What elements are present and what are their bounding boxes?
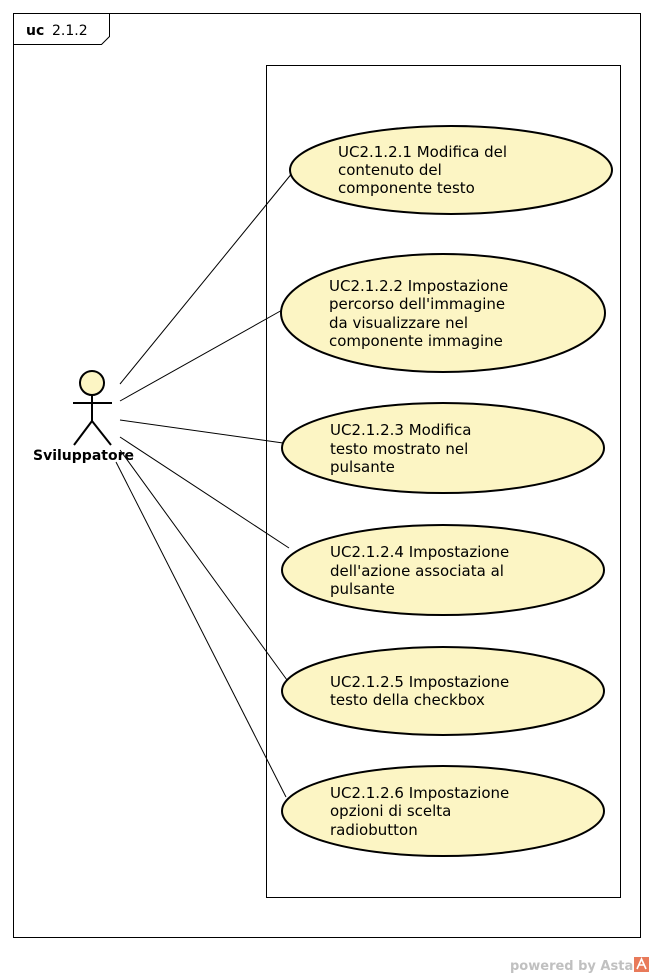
- powered-by-label: powered by Astah: [510, 959, 642, 974]
- frame-keyword: uc: [26, 23, 44, 39]
- actor-right-leg: [91, 420, 112, 446]
- use-case-text-line: testo della checkbox: [330, 691, 485, 709]
- use-case-text-line: componente testo: [338, 179, 475, 197]
- association-uc2: [119, 308, 285, 402]
- use-case-ellipse: [281, 524, 605, 616]
- use-case-text-line: componente immagine: [329, 332, 503, 350]
- association-uc5: [119, 449, 288, 681]
- associations: [115, 171, 294, 798]
- use-case-ellipse: [281, 646, 605, 736]
- actor-head: [79, 370, 105, 396]
- use-case-text-line: UC2.1.2.2 Impostazione: [329, 277, 508, 295]
- use-case-text-line: UC2.1.2.1 Modifica del: [338, 143, 507, 161]
- svg-text:UC2.1.2.1 Modifica del c: UC2.1.2.1 Modifica del contenuto del com…: [338, 143, 512, 197]
- frame-name: 2.1.2: [52, 23, 88, 39]
- use-case-uc4[interactable]: UC2.1.2.4 Impostazione dell'azione assoc…: [281, 524, 605, 616]
- frame-name-tab: [13, 13, 110, 45]
- use-case-text-line: pulsante: [330, 458, 395, 476]
- svg-text:UC2.1.2.3 Modifica testo: UC2.1.2.3 Modifica testo mostrato nel pu…: [330, 421, 476, 476]
- association-uc4: [119, 436, 290, 549]
- actor[interactable]: [73, 370, 112, 446]
- use-case-text-line: radiobutton: [330, 821, 418, 839]
- use-case-ellipse: [289, 125, 613, 215]
- use-case-ellipse: [280, 253, 606, 373]
- actor-label: Sviluppatore: [33, 448, 134, 464]
- use-case-uc1[interactable]: UC2.1.2.1 Modifica del contenuto del com…: [289, 125, 613, 215]
- use-case-text-line: UC2.1.2.5 Impostazione: [330, 673, 509, 691]
- svg-text:UC2.1.2.5 Impostazione t: UC2.1.2.5 Impostazione testo della check…: [330, 673, 514, 709]
- use-case-text-line: da visualizzare nel: [329, 314, 468, 332]
- svg-text:UC2.1.2.4 Impostazione d: UC2.1.2.4 Impostazione dell'azione assoc…: [330, 543, 514, 598]
- association-uc6: [115, 461, 287, 798]
- use-case-uc2[interactable]: UC2.1.2.2 Impostazione percorso dell'imm…: [280, 253, 606, 373]
- svg-text:UC2.1.2.6 Impostazione o: UC2.1.2.6 Impostazione opzioni di scelta…: [330, 784, 514, 839]
- use-case-text-line: percorso dell'immagine: [329, 295, 505, 313]
- use-case-uc6[interactable]: UC2.1.2.6 Impostazione opzioni di scelta…: [281, 765, 605, 857]
- use-case-text-line: UC2.1.2.4 Impostazione: [330, 543, 509, 561]
- association-uc3: [119, 419, 284, 444]
- use-case-text-line: dell'azione associata al: [330, 562, 504, 580]
- use-case-text-line: testo mostrato nel: [330, 440, 468, 458]
- use-case-text-line: contenuto del: [338, 161, 442, 179]
- association-uc1: [119, 171, 294, 385]
- use-case-uc5[interactable]: UC2.1.2.5 Impostazione testo della check…: [281, 646, 605, 736]
- use-case-text-line: pulsante: [330, 580, 395, 598]
- actor-left-leg: [73, 420, 93, 446]
- use-case-text-line: UC2.1.2.6 Impostazione: [330, 784, 509, 802]
- use-case-ellipse: [281, 765, 605, 857]
- astah-logo-icon: [634, 957, 649, 972]
- use-case-text-line: UC2.1.2.3 Modifica: [330, 421, 471, 439]
- svg-text:UC2.1.2.2 Impostazione p: UC2.1.2.2 Impostazione percorso dell'imm…: [329, 277, 513, 350]
- use-case-text-line: opzioni di scelta: [330, 802, 451, 820]
- use-case-uc3[interactable]: UC2.1.2.3 Modifica testo mostrato nel pu…: [281, 402, 605, 494]
- use-case-ellipse: [281, 402, 605, 494]
